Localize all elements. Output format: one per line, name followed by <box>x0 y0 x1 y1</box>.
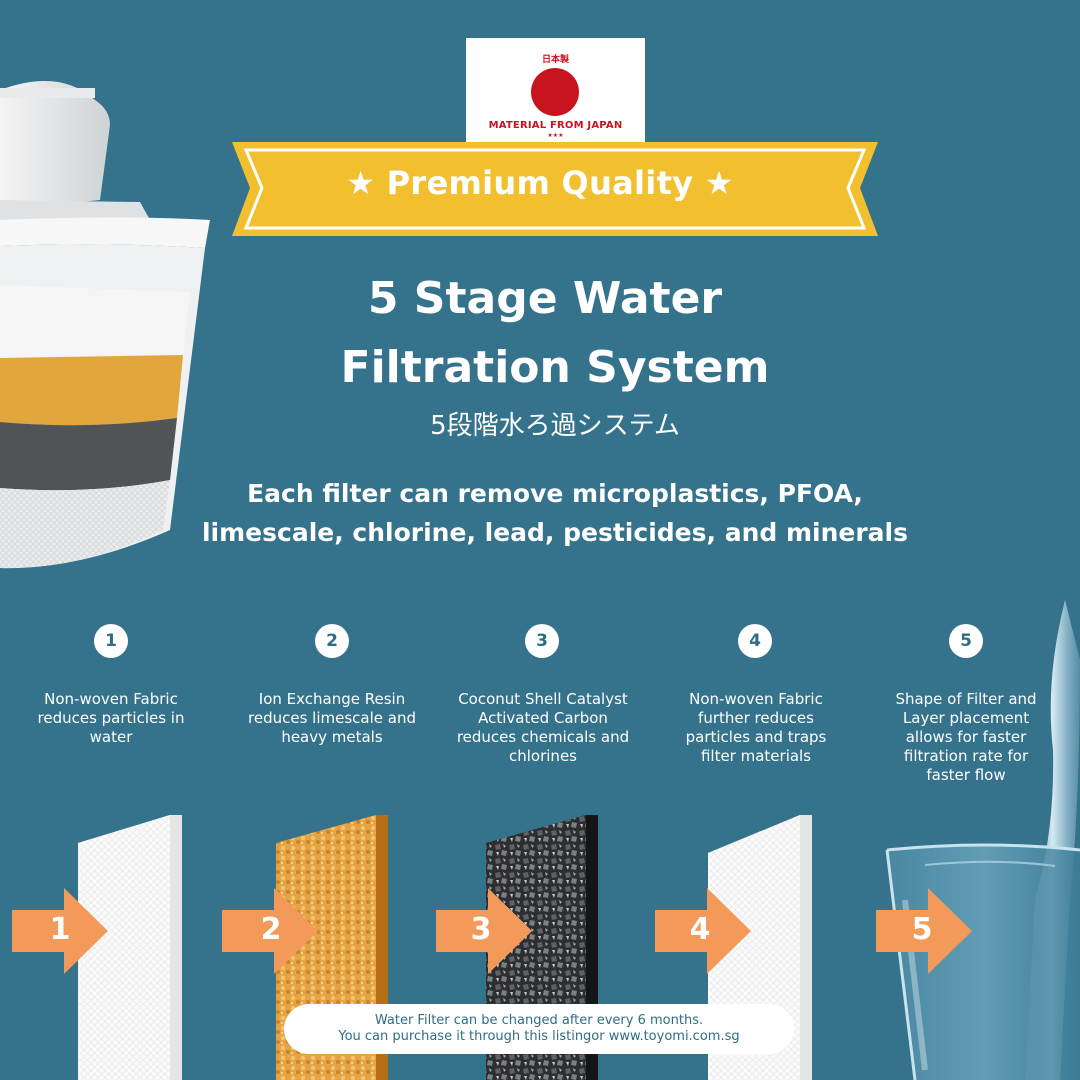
replacement-note: Water Filter can be changed after every … <box>284 1004 794 1054</box>
badge-label: MATERIAL FROM JAPAN <box>488 120 623 131</box>
subtitle-line2: limescale, chlorine, lead, pesticides, a… <box>201 518 908 547</box>
badge-kanji: 日本製 <box>541 55 569 65</box>
arrow-1-icon <box>12 888 108 974</box>
material-from-japan-badge: 日本製 MATERIAL FROM JAPAN ★★★ <box>466 38 645 142</box>
page-title-line2: Filtration System <box>340 342 770 393</box>
stage-4-description: Non-woven Fabric further reduces particl… <box>685 690 827 765</box>
stage-3-description: Coconut Shell Catalyst Activated Carbon … <box>456 690 630 765</box>
arrow-1-label: 1 <box>49 912 71 947</box>
stage-5-number-badge: 5 <box>949 624 983 658</box>
filter-cartridge-image <box>0 81 210 569</box>
stage-3-number-badge: 3 <box>525 624 559 658</box>
arrow-4-icon <box>655 888 751 974</box>
arrow-5-icon <box>876 888 972 974</box>
stage-1-number-badge: 1 <box>94 624 128 658</box>
subtitle: Each filter can remove microplastics, PF… <box>150 474 960 552</box>
stage-2-description: Ion Exchange Resin reduces limescale and… <box>248 690 416 746</box>
badge-stars: ★★★ <box>547 132 564 139</box>
arrow-5-label: 5 <box>911 912 933 947</box>
ribbon-label: ★ Premium Quality ★ <box>346 164 734 202</box>
stage-1-description: Non-woven Fabric reduces particles in wa… <box>37 690 185 746</box>
page-title-line1: 5 Stage Water <box>367 273 723 324</box>
stage-1-fabric-layer <box>78 815 182 1080</box>
premium-quality-ribbon <box>232 142 878 236</box>
rising-sun-icon <box>531 68 579 116</box>
arrow-2-icon <box>222 888 318 974</box>
arrow-3-icon <box>436 888 532 974</box>
note-line1: Water Filter can be changed after every … <box>374 1013 704 1028</box>
stage-5-description: Shape of Filter and Layer placement allo… <box>895 690 1037 784</box>
stage-4-number-badge: 4 <box>738 624 772 658</box>
glass-of-water-image <box>885 600 1080 1080</box>
arrow-4-label: 4 <box>689 912 711 947</box>
arrow-2-label: 2 <box>260 912 282 947</box>
japanese-title: 5段階水ろ過システム <box>430 411 680 441</box>
subtitle-line1: Each filter can remove microplastics, PF… <box>247 479 863 508</box>
arrow-3-label: 3 <box>470 912 492 947</box>
note-line2: You can purchase it through this listing… <box>338 1029 740 1044</box>
stage-2-number-badge: 2 <box>315 624 349 658</box>
